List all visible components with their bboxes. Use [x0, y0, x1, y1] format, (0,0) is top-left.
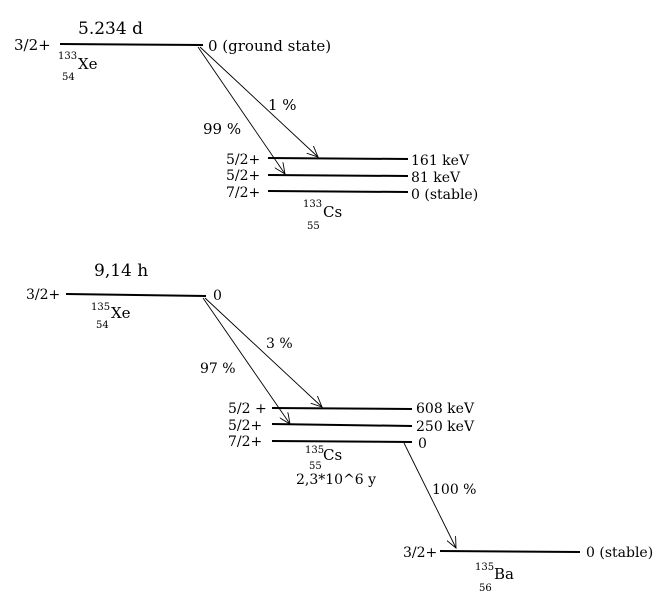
ba135-atomic-number: 56 — [479, 583, 492, 594]
xe133-decay-scheme: 5.234 d 3/2+ 0 (ground state) 133 Xe 54 … — [14, 19, 331, 174]
cs135-level-energy: 608 keV — [416, 401, 475, 417]
xe133-branch-major: 99 % — [203, 120, 241, 138]
cs135-level-608 — [271, 407, 413, 410]
cs133-level-0 — [267, 190, 409, 193]
xe135-spin: 3/2+ — [26, 287, 60, 303]
xe135-decay-scheme: 9,14 h 3/2+ 0 135 Xe 54 3 % 97 % — [26, 261, 322, 424]
cs133-symbol: Cs — [323, 203, 342, 221]
xe135-beta-arrow-608 — [204, 297, 322, 407]
ba135-symbol: Ba — [494, 565, 514, 583]
xe133-branch-minor: 1 % — [268, 96, 297, 114]
xe135-branch-major: 97 % — [200, 361, 236, 377]
xe133-symbol: Xe — [78, 55, 98, 73]
ba135-energy: 0 (stable) — [586, 545, 653, 561]
cs133-level-spin: 5/2+ — [226, 168, 260, 184]
xe133-energy: 0 (ground state) — [208, 37, 331, 55]
cs135-level-spin: 5/2 + — [228, 401, 267, 417]
xe133-half-life: 5.234 d — [78, 19, 143, 39]
cs133-levels: 5/2+ 161 keV 5/2+ 81 keV 7/2+ 0 (stable)… — [226, 152, 478, 232]
cs135-atomic-number: 55 — [309, 461, 322, 472]
cs133-level-energy: 0 (stable) — [411, 187, 478, 203]
xe133-beta-arrow-81 — [197, 46, 285, 174]
xe135-mass-number: 135 — [91, 302, 110, 313]
cs135-level-energy: 250 keV — [416, 419, 475, 435]
cs133-level-161 — [267, 157, 409, 160]
xe133-beta-arrow-161 — [199, 46, 318, 157]
cs133-level-energy: 161 keV — [411, 153, 470, 169]
xe135-branch-minor: 3 % — [266, 336, 293, 352]
xe135-atomic-number: 54 — [96, 320, 109, 331]
cs135-level-spin: 5/2+ — [228, 418, 262, 434]
ba135-spin: 3/2+ — [403, 545, 437, 561]
xe135-symbol: Xe — [111, 304, 131, 322]
cs133-level-spin: 7/2+ — [226, 185, 260, 201]
xe135-beta-arrow-250 — [202, 297, 290, 424]
ba135-mass-number: 135 — [475, 562, 494, 573]
cs135-level-energy: 0 — [418, 436, 427, 452]
cs135-level-0 — [271, 440, 413, 443]
cs133-level-energy: 81 keV — [411, 170, 461, 186]
cs135-level-250 — [271, 423, 413, 427]
cs135-half-life: 2,3*10^6 y — [296, 472, 376, 488]
cs133-level-81 — [267, 174, 409, 177]
cs135-mass-number: 135 — [305, 445, 324, 456]
cs135-beta-arrow — [403, 442, 456, 548]
cs133-atomic-number: 55 — [307, 221, 320, 232]
xe133-ground-level — [59, 43, 204, 46]
cs135-symbol: Cs — [323, 446, 342, 464]
xe133-mass-number: 133 — [58, 51, 77, 62]
cs135-levels: 5/2 + 608 keV 5/2+ 250 keV 7/2+ 0 135 Cs… — [228, 401, 476, 548]
xe133-spin: 3/2+ — [14, 36, 51, 54]
cs133-mass-number: 133 — [303, 199, 322, 210]
xe135-energy: 0 — [213, 288, 222, 304]
ba135-ground-level — [439, 550, 581, 553]
xe135-ground-level — [65, 293, 207, 297]
cs133-level-spin: 5/2+ — [226, 152, 260, 168]
cs135-branch: 100 % — [432, 482, 476, 498]
xe133-atomic-number: 54 — [62, 72, 75, 83]
cs135-level-spin: 7/2+ — [228, 434, 262, 450]
xe135-half-life: 9,14 h — [94, 261, 148, 281]
ba135-levels: 3/2+ 0 (stable) 135 Ba 56 — [403, 545, 653, 594]
